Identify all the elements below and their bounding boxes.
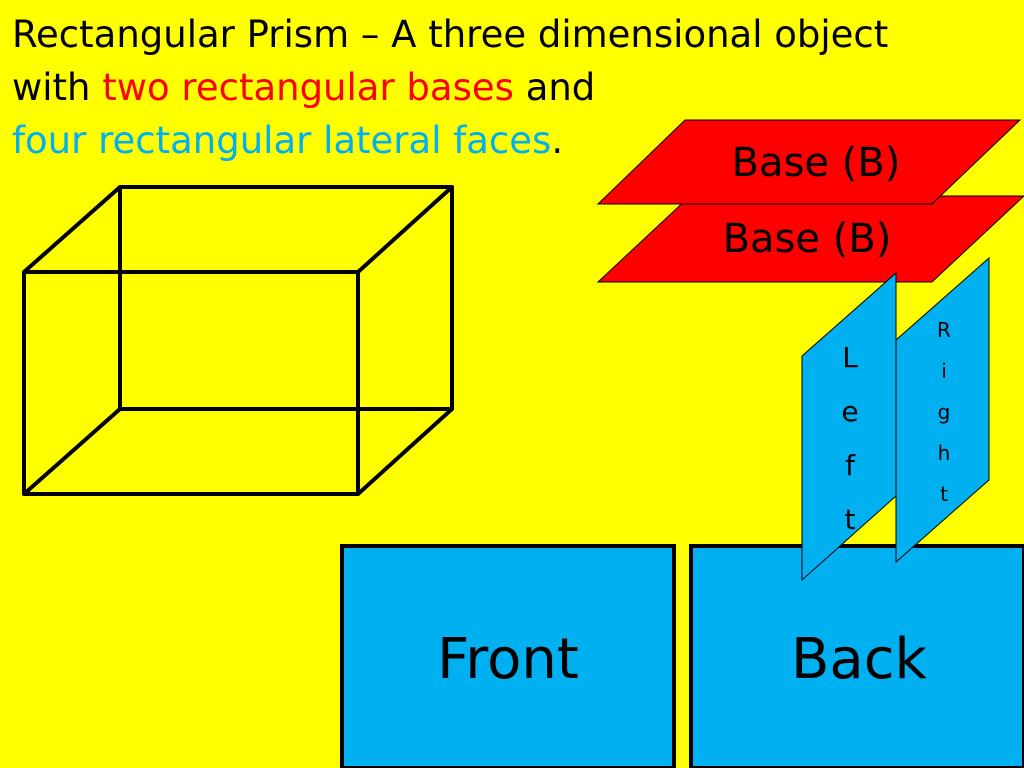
title-line-3: four rectangular lateral faces. <box>12 114 1022 167</box>
left-letter: L <box>842 341 858 374</box>
prism-edge-top-right <box>356 185 454 274</box>
lateral-phrase: four rectangular lateral faces <box>12 119 552 162</box>
right-letter: t <box>940 482 948 506</box>
back-label: Back <box>791 627 928 692</box>
right-letter: i <box>941 359 947 383</box>
base-top-label: Base (B) <box>732 140 901 186</box>
right-letter: R <box>937 318 951 342</box>
prism-edge-bottom-left <box>22 407 122 496</box>
left-letter: f <box>845 449 856 482</box>
prism-back-face <box>118 185 454 411</box>
title-lead: Rectangular Prism – A three dimensional … <box>12 13 889 56</box>
title-text: Rectangular Prism – A three dimensional … <box>12 8 1022 167</box>
prism-edge-bottom-right <box>356 407 454 496</box>
and-text: and <box>525 66 596 109</box>
back-face <box>689 544 1024 768</box>
left-letter: t <box>845 503 856 536</box>
right-letter: h <box>938 441 951 465</box>
right-label: R i g h t <box>937 318 951 506</box>
front-face <box>340 544 676 768</box>
period: . <box>551 119 564 162</box>
front-label: Front <box>437 627 579 692</box>
base-top-face <box>596 119 1022 205</box>
prism-front-face <box>22 270 360 496</box>
prism-wireframe <box>22 185 454 496</box>
left-label: L e f t <box>841 341 858 536</box>
base-bottom-label: Base (B) <box>723 216 892 262</box>
prism-edge-top-left <box>22 185 122 274</box>
title-line-2: with two rectangular bases and <box>12 61 1022 114</box>
with-text: with <box>12 66 91 109</box>
left-letter: e <box>841 395 858 428</box>
bases-phrase: two rectangular bases <box>102 66 514 109</box>
right-face <box>895 256 990 564</box>
right-letter: g <box>938 400 951 424</box>
title-line-1: Rectangular Prism – A three dimensional … <box>12 8 1022 61</box>
